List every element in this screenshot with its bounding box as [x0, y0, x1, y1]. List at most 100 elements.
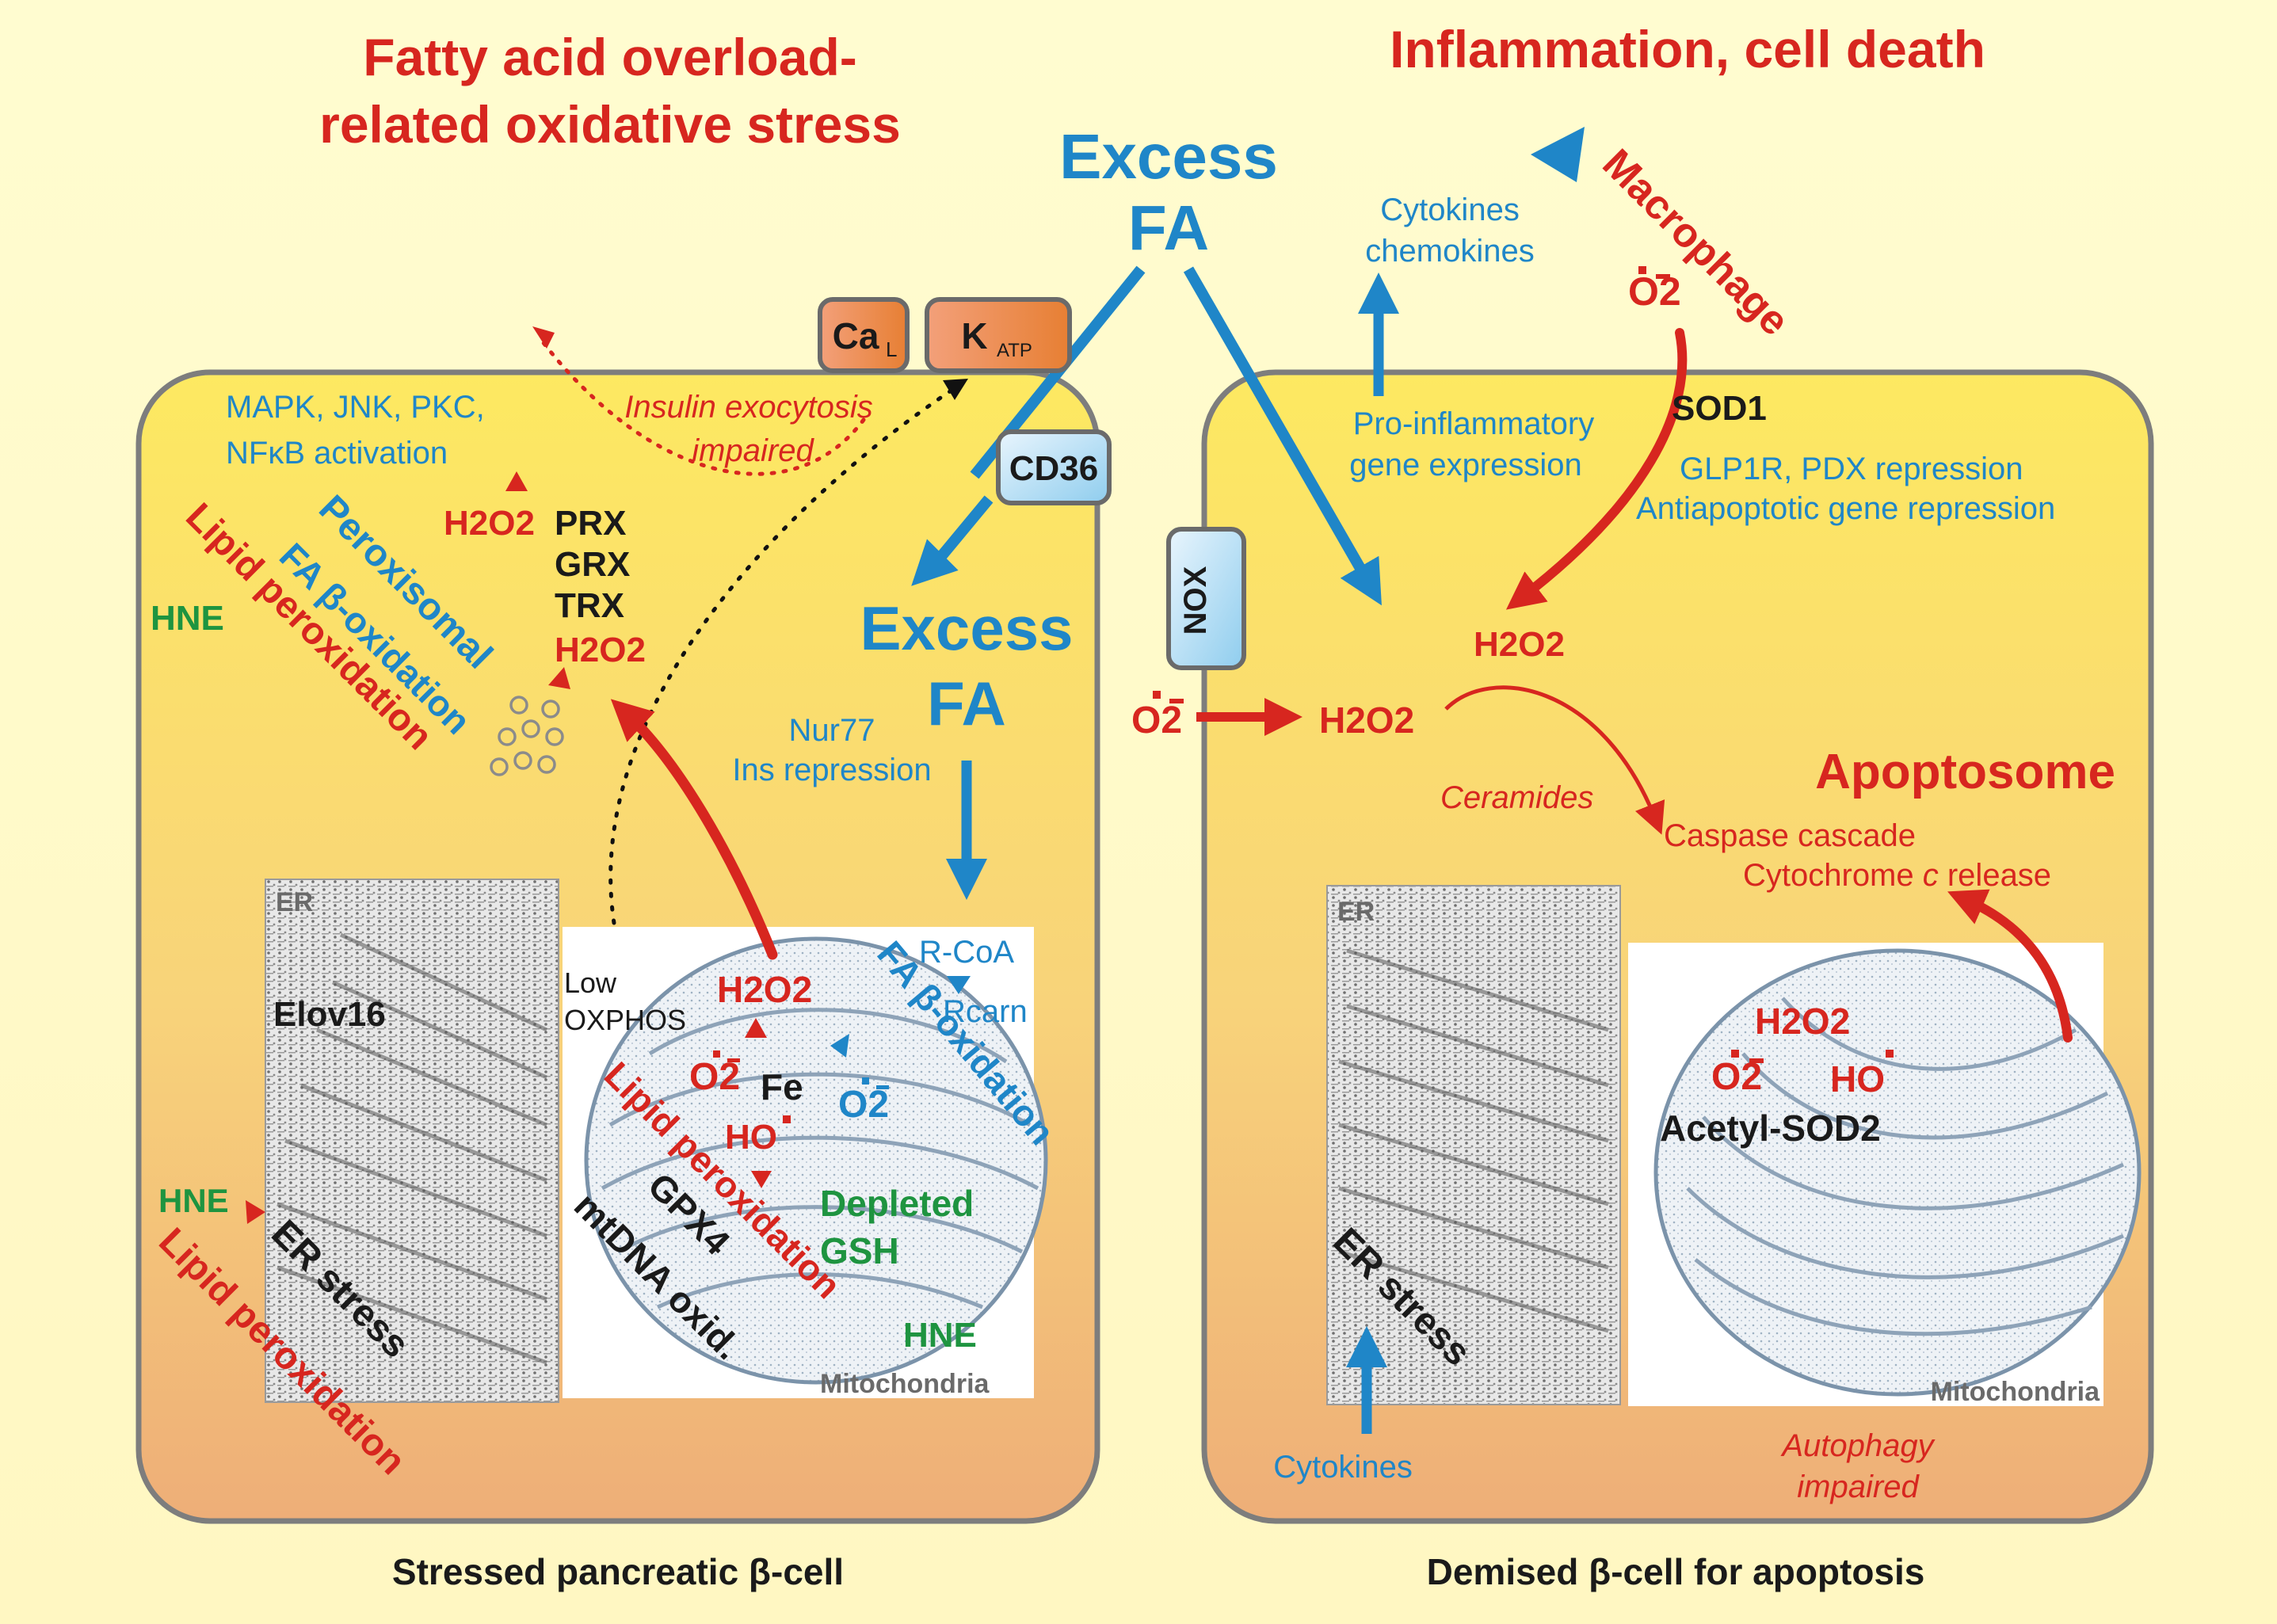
k-atp-subscript: ATP [997, 340, 1032, 361]
macro-superoxide-minus [1656, 274, 1670, 279]
trx-label: TRX [555, 586, 624, 625]
sod1-label: SOD1 [1672, 389, 1767, 428]
cytokines-bottom: Cytokines [1273, 1450, 1413, 1485]
mito-cristae-right [1686, 997, 2125, 1336]
ho-down-triangle [751, 1171, 772, 1188]
ins-repression-label: Ins repression [732, 753, 931, 787]
excess-fa-top-word: Excess [1059, 121, 1278, 192]
ceramides-label: Ceramides [1440, 780, 1593, 815]
arrow-macrophage-to-h2o2 [1505, 328, 1688, 610]
mito-superoxide-minus-right [1749, 1058, 1764, 1063]
mito-o2-blue: O2 [838, 1084, 889, 1126]
mito-body-right [1653, 948, 2142, 1397]
title-left-line1: Fatty acid overload- [363, 28, 857, 86]
cytc-part1: Cytochrome [1743, 858, 1923, 893]
gsh-label: GSH [820, 1230, 899, 1271]
er-label-left: ER [276, 887, 313, 917]
peroxisome-vesicles [490, 696, 564, 776]
k-atp-label: K [961, 315, 987, 356]
pro-inflam-line2: gene expression [1349, 448, 1582, 482]
mito-o2-red: O2 [689, 1056, 740, 1098]
h2o2-lower: H2O2 [1319, 700, 1414, 741]
hydroxyl-dot-left [783, 1115, 791, 1123]
mito-ho-left: HO [725, 1118, 777, 1157]
insulin-line1: Insulin exocytosis [624, 390, 872, 425]
er-micrograph-left [265, 879, 559, 1403]
macro-superoxide-dot [1638, 266, 1646, 274]
rcarn-label: Rcarn [943, 994, 1028, 1029]
k-atp-channel: K ATP [925, 297, 1072, 373]
h2o2-up-triangle [505, 471, 528, 491]
arrow-cd36-to-excess-fa [911, 495, 994, 586]
low-oxphos-line1: Low [564, 966, 617, 999]
glp1r-label: GLP1R, PDX repression [1680, 452, 2023, 486]
nox-enzyme: NOX [1166, 527, 1246, 670]
nox-label: NOX [1178, 566, 1213, 635]
title-right: Inflammation, cell death [1390, 20, 1985, 78]
er-cisternae-left [277, 932, 548, 1365]
grx-label: GRX [555, 545, 630, 584]
h2o2-diag-triangle [548, 667, 570, 689]
ca-l-label: Ca [833, 315, 879, 356]
cd36-label: CD36 [1009, 449, 1099, 488]
pro-inflam-line1: Pro-inflammatory [1353, 406, 1595, 441]
mito-h2o2-right: H2O2 [1755, 1001, 1850, 1042]
superoxide-dot-blue [862, 1077, 869, 1085]
h2o2-upper: H2O2 [1474, 625, 1565, 664]
nur77-label: Nur77 [789, 713, 875, 748]
nox-o2: O2 [1131, 700, 1182, 741]
cytochrome-c-release: Cytochrome c release [1743, 858, 2051, 893]
cytokines-top-line2: chemokines [1365, 234, 1534, 269]
o2-up-triangle [745, 1018, 767, 1038]
atp-dotted-arrow [608, 386, 957, 925]
elovl6-label: Elov16 [273, 995, 386, 1034]
depleted-label: Depleted [820, 1183, 974, 1224]
mito-superoxide-dot-right [1731, 1050, 1739, 1058]
caspase-label: Caspase cascade [1664, 818, 1916, 853]
mapk-line2: NFκB activation [226, 436, 448, 471]
arrow-fa-to-right-cell [1183, 266, 1382, 606]
cytokines-top-line1: Cytokines [1380, 193, 1520, 227]
right-cell-caption: Demised β-cell for apoptosis [1427, 1551, 1925, 1592]
prx-label: PRX [555, 504, 626, 543]
superoxide-minus-red [727, 1058, 740, 1062]
antiapop-label: Antiapoptotic gene repression [1636, 491, 2055, 526]
er-label-right: ER [1337, 897, 1375, 927]
superoxide-minus-blue [876, 1085, 889, 1089]
superoxide-dot-red [713, 1050, 720, 1058]
title-left-line2: related oxidative stress [319, 95, 901, 154]
mito-label-right: Mitochondria [1931, 1377, 2101, 1407]
hne-er-triangle [246, 1200, 265, 1224]
excess-fa-top-fa: FA [1128, 193, 1209, 263]
fe-label: Fe [761, 1066, 803, 1107]
low-oxphos-line2: OXPHOS [564, 1004, 686, 1036]
er-micrograph-right [1326, 885, 1621, 1405]
excess-fa-inner-fa: FA [927, 669, 1006, 738]
insulin-exocytosis-dotted-arrow [536, 334, 866, 476]
cytc-part2: release [1939, 858, 2051, 893]
nox-superoxide-dot [1153, 691, 1161, 699]
rcoa-down-triangle [947, 976, 971, 994]
acetyl-sod2-label: Acetyl-SOD2 [1660, 1107, 1881, 1149]
h2o2-top: H2O2 [444, 504, 535, 543]
autophagy-line2: impaired [1797, 1470, 1920, 1504]
excess-fa-inner-word: Excess [860, 593, 1074, 663]
arrow-mito-to-h2o2 [610, 699, 778, 960]
apoptosome-label: Apoptosome [1815, 745, 2115, 799]
er-cisternae-right [1338, 948, 1609, 1333]
insulin-line2: impaired [692, 433, 814, 468]
mito-label-left: Mitochondria [820, 1369, 990, 1399]
cd36-receptor: CD36 [996, 429, 1112, 505]
nox-superoxide-minus [1169, 699, 1184, 703]
mito-body-left [584, 936, 1048, 1385]
autophagy-line1: Autophagy [1780, 1428, 1936, 1463]
ca-l-channel: Ca L [818, 297, 910, 373]
mapk-line1: MAPK, JNK, PKC, [226, 390, 485, 425]
arrow-to-inflammation [1531, 127, 1585, 182]
mito-h2o2-left: H2O2 [717, 969, 812, 1010]
r-coa-label: R-CoA [919, 935, 1014, 970]
arrow-h2o2-to-caspase [1444, 685, 1665, 835]
hne-top: HNE [151, 599, 224, 638]
